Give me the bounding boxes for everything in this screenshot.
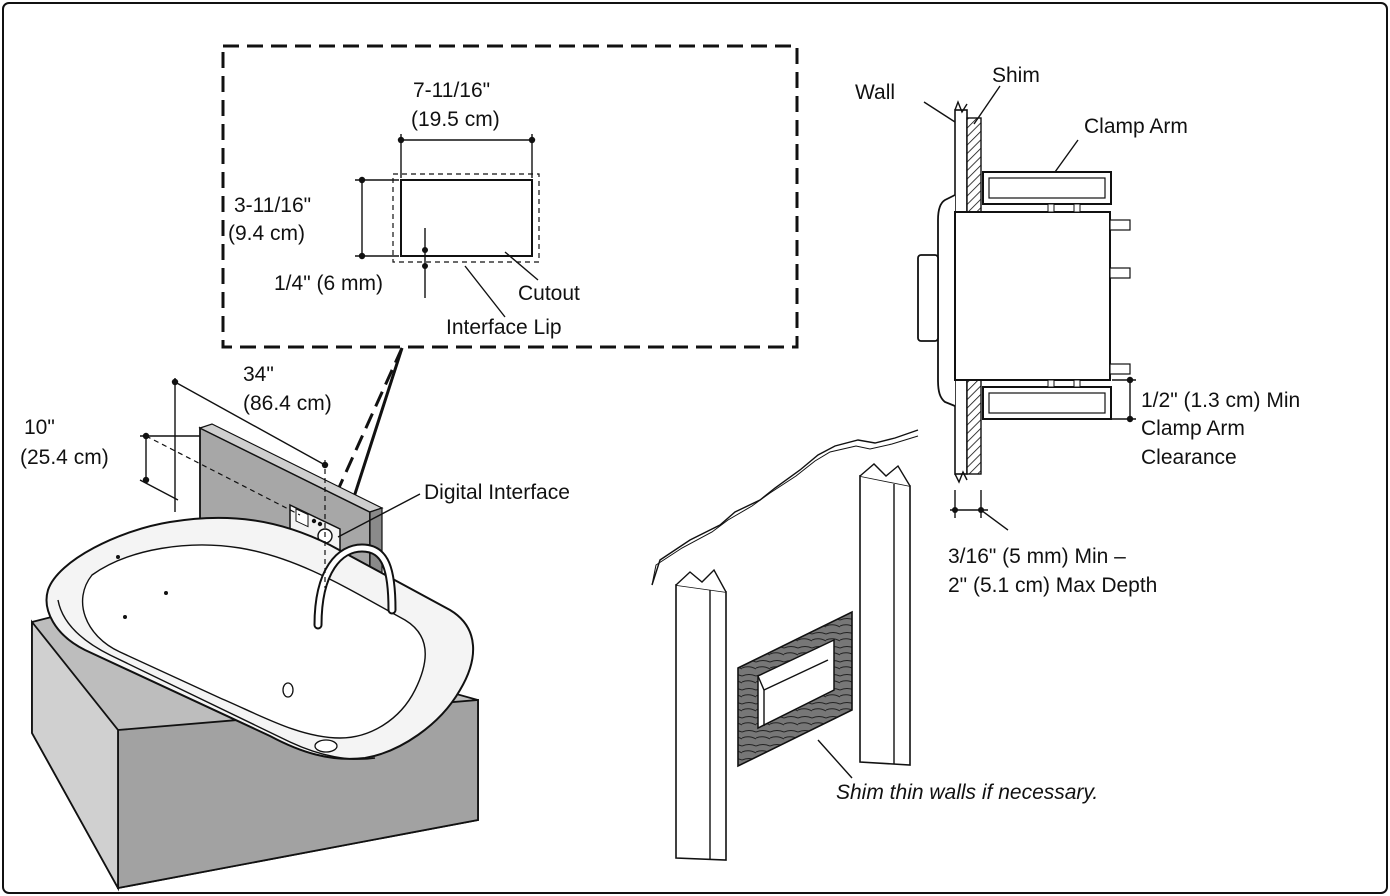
cutout-label: Cutout bbox=[518, 282, 580, 305]
bathtub-illustration: 34" (86.4 cm) 10" (25.4 cm) Digital Inte… bbox=[20, 363, 570, 892]
detail-lip-offset: 1/4" (6 mm) bbox=[274, 272, 383, 295]
bath-height-in: 10" bbox=[24, 416, 55, 439]
bath-length-cm: (86.4 cm) bbox=[243, 392, 332, 415]
framing-illustration: Shim thin walls if necessary. bbox=[651, 429, 1098, 861]
faucet bbox=[315, 545, 395, 628]
stud-right bbox=[859, 475, 911, 766]
stud-left bbox=[675, 584, 727, 861]
mounting-section: Wall Shim Clamp Arm 1/2" (1.3 cm) Min Cl… bbox=[855, 64, 1300, 597]
clamp-arm-label: Clamp Arm bbox=[1084, 115, 1188, 138]
clamp-arm-bottom bbox=[982, 386, 1112, 420]
detail-box bbox=[221, 44, 799, 349]
wall-label: Wall bbox=[855, 81, 895, 104]
clearance-line-2: Clamp Arm bbox=[1141, 417, 1245, 440]
shim-label: Shim bbox=[992, 64, 1040, 87]
interface-body bbox=[954, 211, 1111, 381]
depth-line-2: 2" (5.1 cm) Max Depth bbox=[948, 574, 1157, 597]
bath-length-in: 34" bbox=[243, 363, 274, 386]
bath-height-cm: (25.4 cm) bbox=[20, 446, 109, 469]
shim-note: Shim thin walls if necessary. bbox=[836, 781, 1098, 804]
wall-edge bbox=[651, 429, 919, 586]
detail-height-cm: (9.4 cm) bbox=[228, 222, 305, 245]
interface-lip-label: Interface Lip bbox=[446, 316, 562, 339]
digital-interface-label: Digital Interface bbox=[424, 481, 570, 504]
detail-width-cm: (19.5 cm) bbox=[411, 108, 500, 131]
detail-height-in: 3-11/16" bbox=[234, 194, 311, 217]
depth-line-1: 3/16" (5 mm) Min – bbox=[948, 545, 1126, 568]
cutout-detail: 7-11/16" (19.5 cm) 3-11/16" (9.4 cm) 1/4… bbox=[221, 44, 799, 529]
cutout-rect bbox=[400, 179, 533, 257]
clamp-arm-top bbox=[982, 171, 1112, 205]
detail-width-in: 7-11/16" bbox=[413, 79, 490, 102]
clearance-line-1: 1/2" (1.3 cm) Min bbox=[1141, 389, 1300, 412]
clearance-line-3: Clearance bbox=[1141, 446, 1237, 469]
interface-lip-rect bbox=[392, 173, 540, 263]
